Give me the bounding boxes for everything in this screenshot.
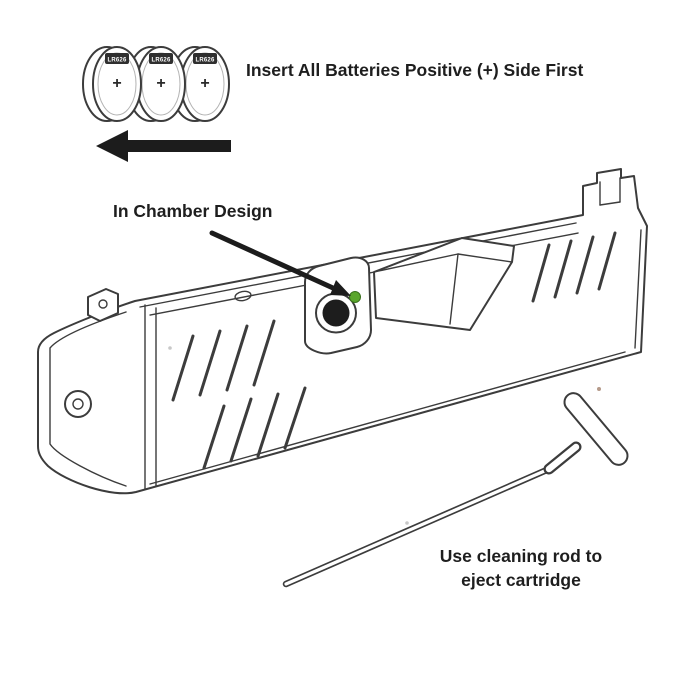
- serrations-front: [171, 319, 307, 470]
- muzzle-inset-contour: [49, 311, 127, 487]
- ejection-port: [373, 237, 515, 331]
- rear-sight: [599, 177, 621, 206]
- serration-line: [553, 239, 573, 299]
- muzzle-face: [49, 311, 127, 487]
- battery-polarity-mark: +: [200, 75, 209, 92]
- muzzle-circle-outer: [64, 390, 92, 418]
- serrations-rear: [531, 231, 617, 303]
- speckle-dot: [168, 346, 172, 350]
- serration-line: [202, 404, 226, 470]
- battery-model-label: LR626: [107, 58, 126, 64]
- serration-line: [198, 329, 222, 397]
- rod-t-handle: [563, 392, 629, 466]
- serration-line: [531, 243, 551, 303]
- serration-line: [575, 235, 595, 295]
- chamber-pointer-arrow: [209, 230, 351, 296]
- chamber-block: [304, 256, 372, 355]
- serration-line: [597, 231, 617, 291]
- serration-line: [252, 319, 276, 387]
- pointer-arrow-shaft: [209, 230, 336, 291]
- cleaning-rod-label-line1: Use cleaning rod to: [439, 546, 603, 566]
- insert-direction-arrow-icon: [96, 130, 231, 162]
- muzzle-circle-inner: [72, 398, 84, 410]
- port-depth-line: [449, 253, 459, 325]
- cleaning-rod-label: Use cleaning rod to eject cartridge: [415, 545, 627, 592]
- pointer-arrow-head: [330, 280, 351, 296]
- chamber-indicator-dot: [349, 291, 361, 303]
- battery-3: LR626 +: [170, 46, 230, 122]
- rod-neck-fill: [545, 443, 580, 473]
- cleaning-rod-label-line2: eject cartridge: [461, 569, 581, 590]
- pistol-slide-drawing: [37, 168, 648, 495]
- cleaning-rod: [282, 392, 629, 588]
- speckle-dot: [405, 521, 409, 525]
- battery-label-band: [193, 53, 217, 64]
- top-surface-hole: [234, 290, 252, 302]
- barrel-bore: [322, 299, 350, 327]
- battery-face: [92, 46, 142, 122]
- serration-line: [283, 386, 307, 450]
- battery-2: LR626 +: [126, 46, 186, 122]
- front-sight: [87, 288, 119, 322]
- battery-label-band: [149, 53, 173, 64]
- serration-line: [171, 334, 195, 402]
- battery-1: LR626 +: [82, 46, 142, 122]
- rail-line: [149, 351, 626, 485]
- serration-line: [256, 392, 280, 458]
- serration-line: [225, 324, 249, 392]
- battery-group: LR626 + LR626 + LR626 +: [82, 46, 231, 162]
- battery-model-label: LR626: [195, 58, 214, 64]
- rear-sight-notch-line: [599, 201, 621, 206]
- battery-polarity-mark: +: [156, 75, 165, 92]
- rear-face-line: [634, 229, 642, 349]
- battery-polarity-mark: +: [112, 75, 121, 92]
- speckle-dot: [597, 387, 601, 391]
- battery-instruction-label: Insert All Batteries Positive (+) Side F…: [246, 60, 584, 80]
- rod-shaft-fill: [284, 467, 551, 586]
- chamber-design-label: In Chamber Design: [113, 201, 273, 221]
- serration-line: [229, 397, 253, 463]
- front-sight-dot: [98, 299, 108, 309]
- battery-label-band: [105, 53, 129, 64]
- battery-model-label: LR626: [151, 58, 170, 64]
